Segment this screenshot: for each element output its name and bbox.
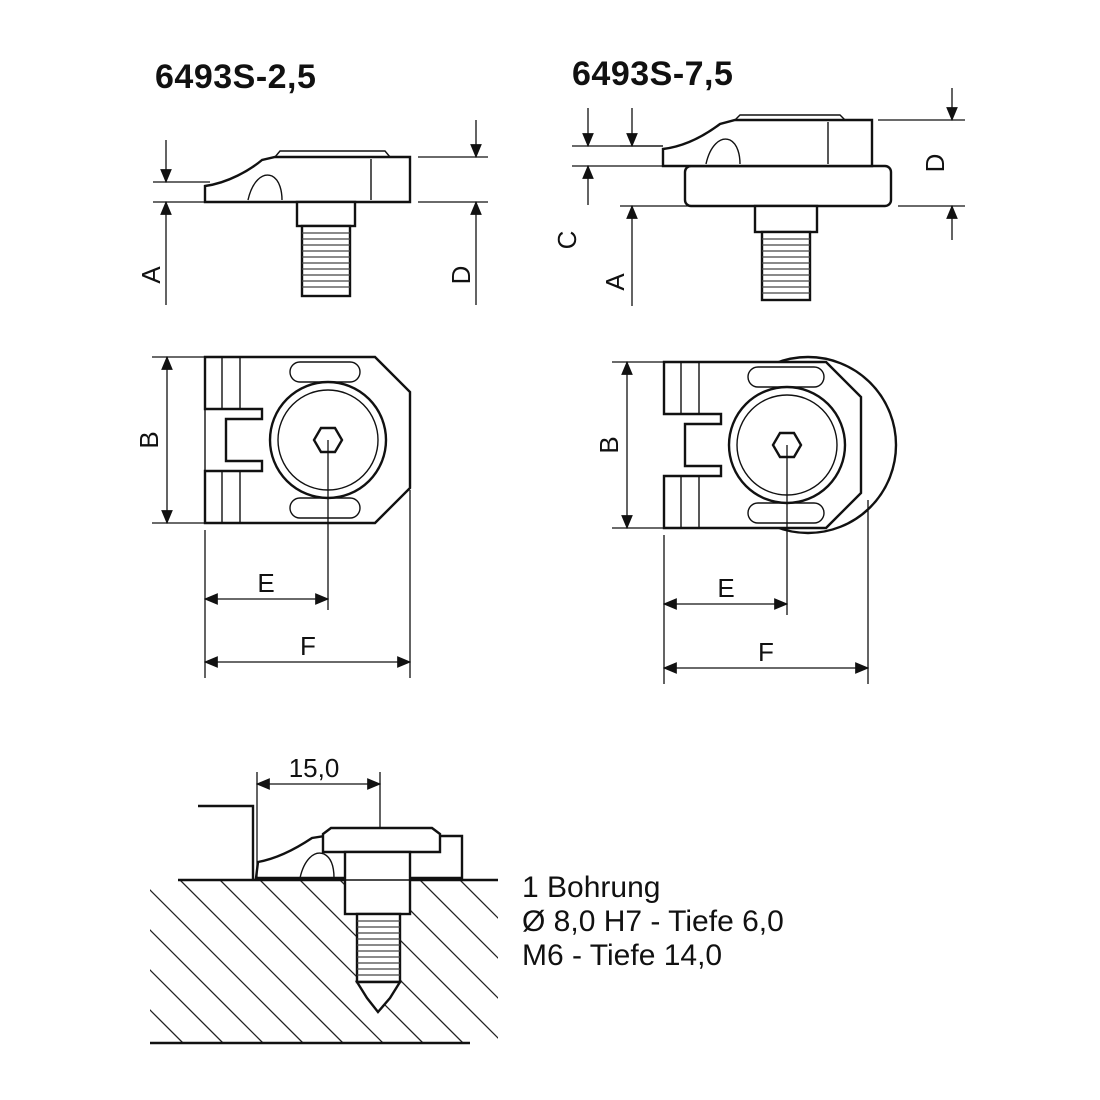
left-label-b: B (134, 431, 164, 448)
left-side-view (203, 150, 412, 298)
install-dim-15 (255, 772, 382, 880)
right-label-d: D (920, 154, 950, 173)
right-dim-d (878, 88, 965, 240)
left-label-f: F (300, 631, 316, 661)
left-label-a: A (136, 266, 166, 284)
left-label-e: E (257, 568, 274, 598)
right-dim-e-f (662, 445, 870, 684)
right-label-c: C (552, 231, 582, 250)
right-label-f: F (758, 637, 774, 667)
title-6493s-2-5: 6493S-2,5 (155, 58, 317, 96)
title-6493s-7-5: 6493S-7,5 (572, 55, 734, 93)
left-dim-e-f (203, 440, 412, 678)
right-label-e: E (717, 573, 734, 603)
right-dim-b (612, 360, 664, 530)
right-side-view (661, 114, 893, 302)
right-dim-a (620, 108, 755, 306)
right-thread (762, 238, 810, 294)
left-label-d: D (446, 266, 476, 285)
left-top-view (203, 355, 412, 525)
left-dim-a (153, 140, 210, 305)
left-dim-b (152, 355, 205, 525)
left-thread (302, 232, 350, 288)
note-line-1: 1 Bohrung (522, 871, 661, 904)
right-top-view (662, 355, 898, 535)
left-dim-d (418, 120, 488, 305)
right-label-a: A (600, 273, 630, 291)
installation-note: 1 Bohrung Ø 8,0 H7 - Tiefe 6,0 M6 - Tief… (522, 871, 784, 973)
right-label-b: B (594, 436, 624, 453)
note-line-2: Ø 8,0 H7 - Tiefe 6,0 (522, 905, 784, 938)
install-thread (357, 920, 400, 976)
note-line-3: M6 - Tiefe 14,0 (522, 939, 723, 972)
installation-view (150, 804, 498, 1045)
install-offset-label: 15,0 (289, 753, 340, 783)
